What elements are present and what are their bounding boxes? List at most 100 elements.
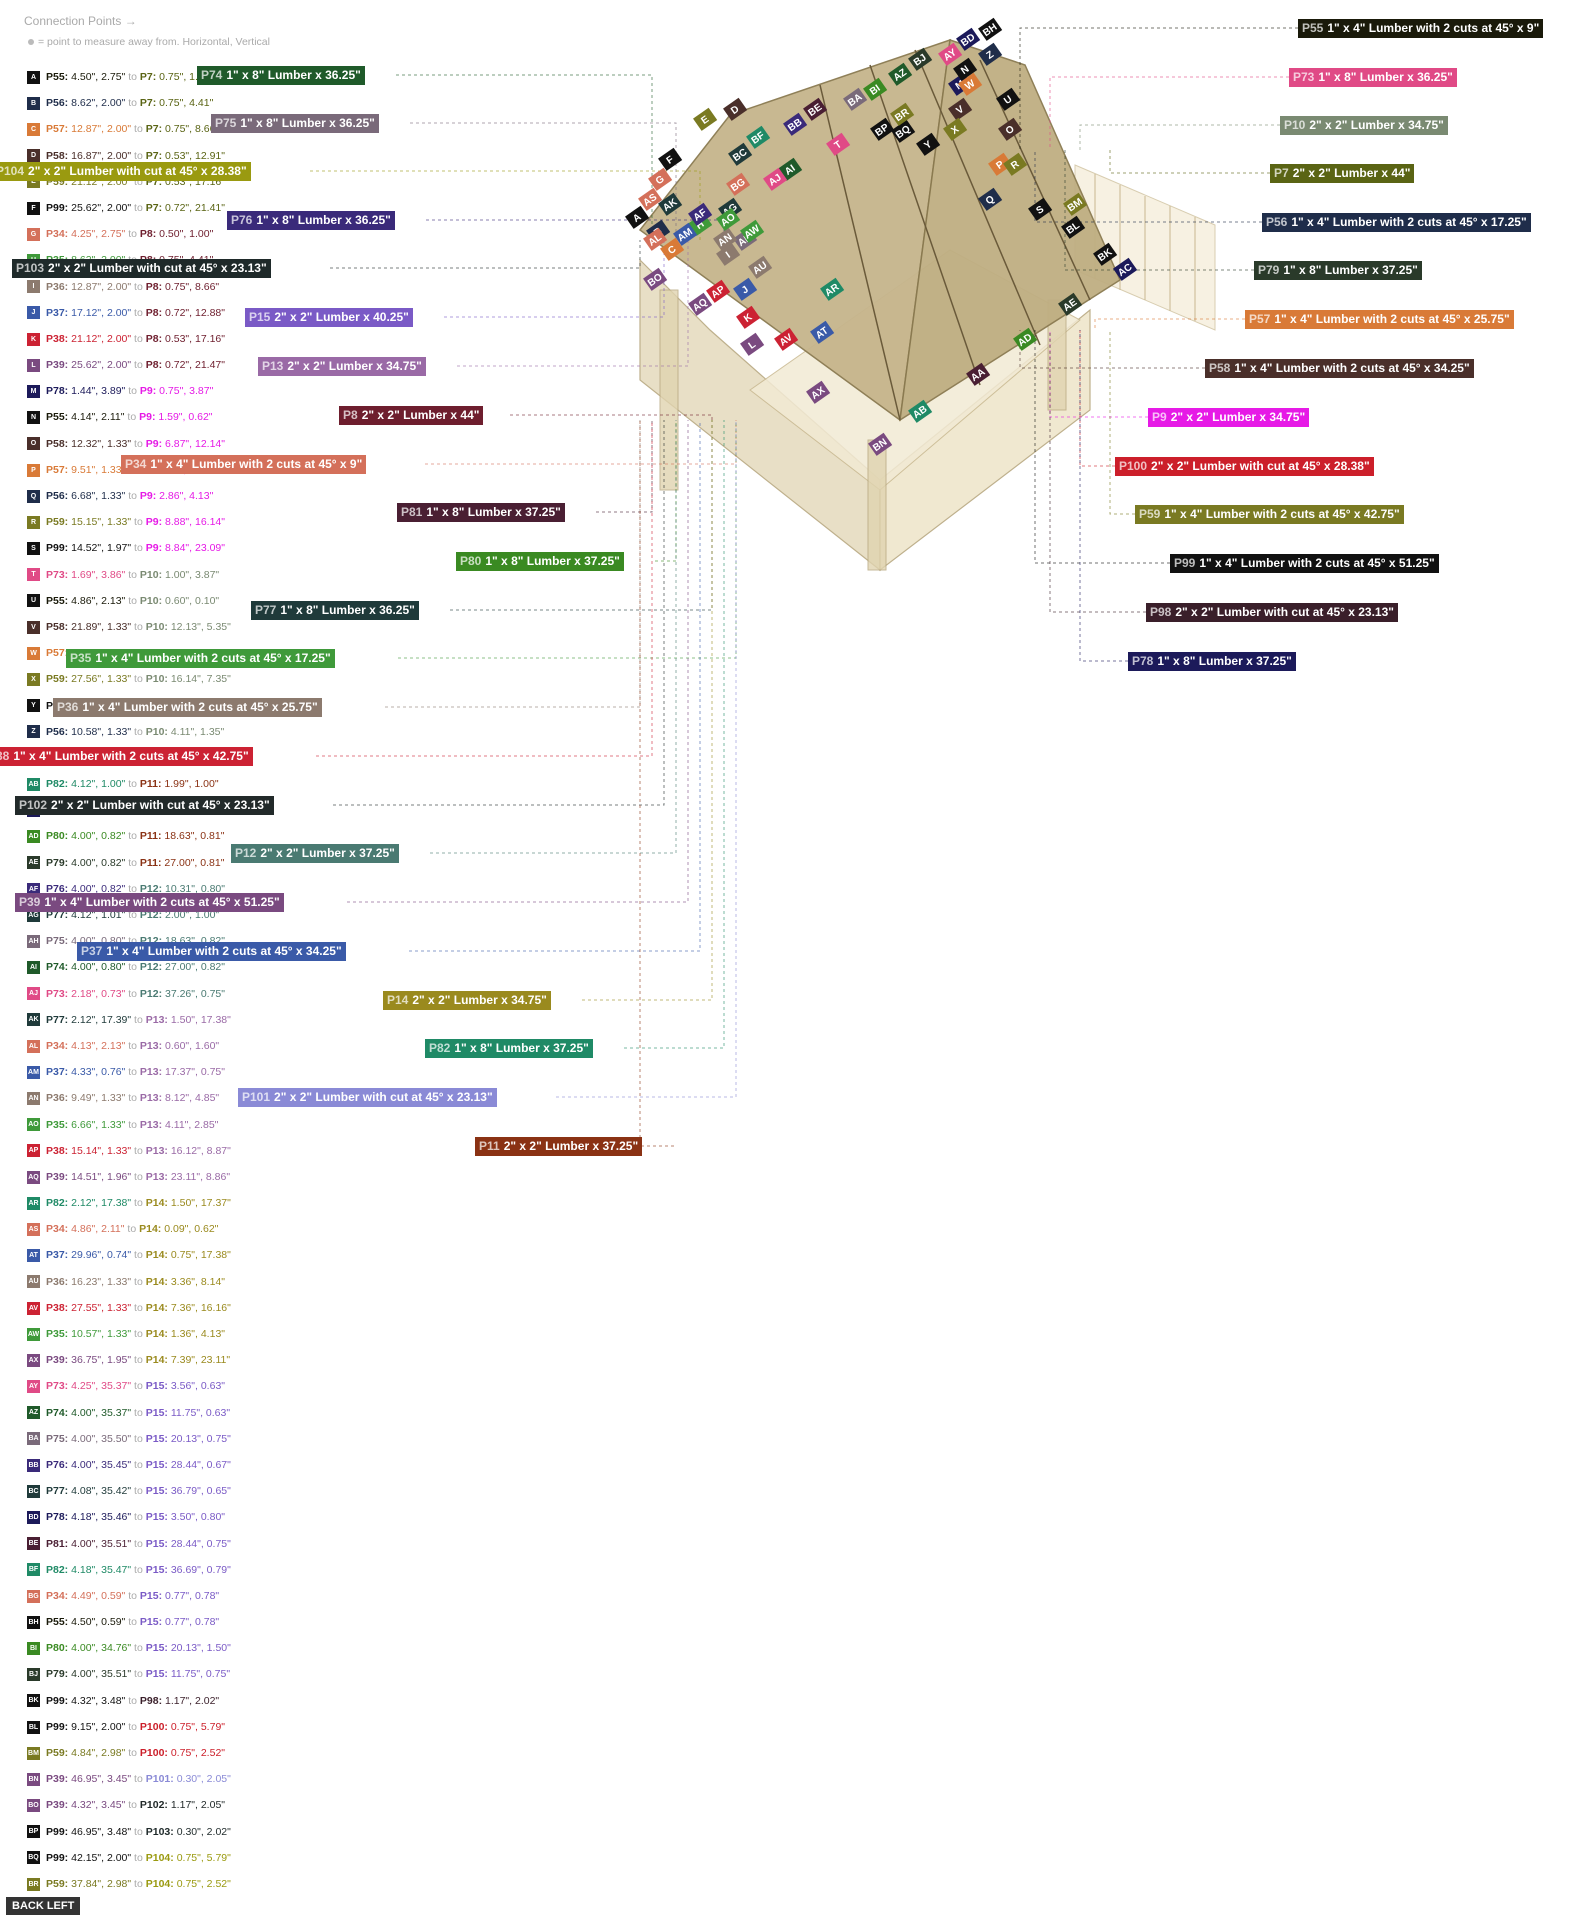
connection-tag: S bbox=[1028, 197, 1053, 221]
to-part: P15: bbox=[145, 1668, 168, 1681]
part-id: P59 bbox=[1139, 507, 1161, 521]
to-values: 0.75", 2.52" bbox=[176, 1877, 231, 1890]
to-word: to bbox=[134, 1458, 143, 1471]
from-values: 4.50", 2.75" bbox=[71, 71, 126, 83]
connection-tag: BH bbox=[978, 17, 1003, 41]
to-part: P13: bbox=[139, 1039, 163, 1052]
connection-code-badge: X bbox=[27, 673, 40, 687]
from-part: P79: bbox=[46, 856, 69, 869]
connection-code-badge: BN bbox=[27, 1772, 40, 1786]
connection-code-badge: AF bbox=[27, 882, 40, 896]
to-part: P10: bbox=[139, 568, 163, 581]
part-description: 1" x 8" Lumber x 37.25" bbox=[426, 505, 561, 519]
to-word: to bbox=[128, 1694, 137, 1707]
from-values: 4.00", 0.82" bbox=[71, 882, 126, 895]
to-part: P10: bbox=[145, 725, 168, 738]
connection-tag-box bbox=[673, 222, 698, 246]
to-values: 0.53", 12.91" bbox=[165, 149, 226, 162]
to-part: P15: bbox=[145, 1406, 168, 1419]
connection-tag: AJ bbox=[763, 167, 788, 191]
connection-code-badge: BE bbox=[27, 1537, 40, 1551]
connection-code-badge: AO bbox=[27, 1118, 40, 1132]
connection-code-badge: BM bbox=[27, 1746, 40, 1760]
to-part: P8: bbox=[145, 280, 163, 293]
connection-tag: BE bbox=[803, 97, 828, 121]
from-values: 37.84", 2.98" bbox=[71, 1877, 132, 1890]
connection-code-badge: Q bbox=[27, 489, 40, 503]
from-part: P37: bbox=[46, 1249, 69, 1262]
from-part: P80: bbox=[46, 830, 69, 843]
connection-tag: BI bbox=[863, 77, 888, 101]
from-values: 12.87", 2.00" bbox=[71, 280, 132, 293]
connection-code-badge: L bbox=[27, 358, 40, 372]
leader-line bbox=[1079, 124, 1280, 150]
part-description: 2" x 2" Lumber with cut at 45° x 23.13" bbox=[51, 798, 270, 812]
connection-tag-box bbox=[658, 192, 683, 216]
part-id: P8 bbox=[343, 408, 358, 422]
connection-tag-box bbox=[943, 117, 968, 141]
part-description: 1" x 4" Lumber with 2 cuts at 45° x 9" bbox=[150, 457, 363, 471]
to-part: P10: bbox=[145, 673, 168, 686]
to-part: P11: bbox=[139, 778, 162, 791]
from-part: P35: bbox=[46, 1118, 69, 1131]
to-values: 0.72", 12.88" bbox=[165, 306, 226, 319]
to-values: 1.17", 2.05" bbox=[170, 1799, 226, 1812]
connection-tag-box bbox=[803, 97, 828, 121]
connection-tag: AR bbox=[820, 277, 845, 301]
connection-tag-box bbox=[658, 147, 683, 171]
back-left-button[interactable]: BACK LEFT bbox=[6, 1897, 81, 1915]
connection-tag-box bbox=[888, 62, 913, 86]
to-word: to bbox=[128, 1092, 137, 1105]
from-values: 9.15", 2.00" bbox=[71, 1720, 126, 1733]
from-values: 10.57", 1.33" bbox=[71, 1328, 132, 1340]
to-part: P15: bbox=[145, 1380, 168, 1393]
connection-tag: E bbox=[693, 107, 718, 131]
connection-tag-box bbox=[1061, 215, 1086, 239]
to-values: 7.39", 23.11" bbox=[170, 1354, 231, 1367]
leader-line bbox=[430, 420, 677, 854]
connection-tag: Z bbox=[978, 42, 1003, 66]
part-id: P76 bbox=[231, 213, 253, 227]
from-values: 2.18", 0.73" bbox=[71, 987, 126, 1000]
part-id: P39 bbox=[19, 895, 41, 909]
to-values: 0.75", 8.66" bbox=[165, 280, 220, 293]
connection-tag-text: T bbox=[833, 139, 844, 152]
to-part: P12: bbox=[139, 961, 163, 974]
connection-code-badge: AP bbox=[27, 1144, 40, 1158]
to-part: P13: bbox=[139, 1118, 163, 1131]
connection-tag-box bbox=[820, 277, 845, 301]
to-values: 3.36", 8.14" bbox=[170, 1275, 226, 1288]
connection-tag-box bbox=[1013, 327, 1038, 351]
from-values: 4.12", 1.00" bbox=[71, 778, 126, 791]
from-part: P39: bbox=[46, 359, 69, 372]
to-word: to bbox=[128, 935, 137, 947]
part-description: 1" x 4" Lumber with 2 cuts at 45° x 9" bbox=[1327, 21, 1540, 35]
from-part: P75: bbox=[46, 1432, 69, 1445]
part-id: P73 bbox=[1293, 70, 1315, 84]
house-post bbox=[659, 289, 679, 491]
connection-tag-box bbox=[948, 97, 973, 121]
from-part: P36: bbox=[46, 280, 69, 293]
from-values: 4.25", 35.37" bbox=[71, 1380, 132, 1393]
part-id: P81 bbox=[401, 505, 423, 519]
from-part: P39: bbox=[46, 1773, 69, 1786]
to-part: P12: bbox=[139, 987, 163, 1000]
part-description: 1" x 8" Lumber x 37.25" bbox=[454, 1041, 589, 1055]
part-id: P79 bbox=[1258, 263, 1280, 277]
